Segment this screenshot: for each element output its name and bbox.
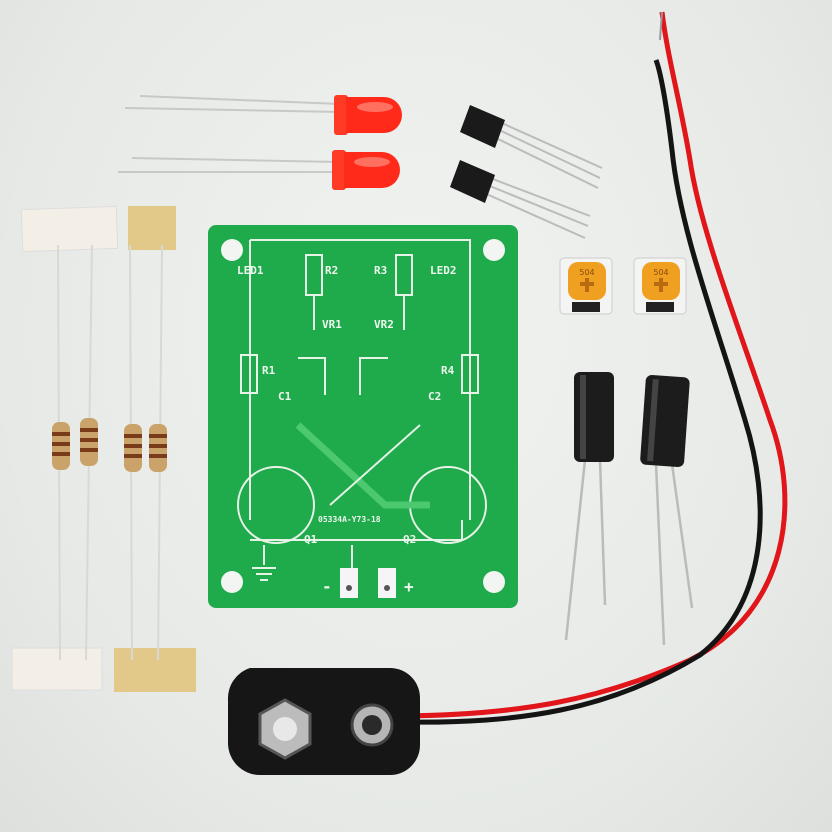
label-part-number: 05334A-Y73-18: [318, 515, 381, 524]
led-2: [118, 150, 400, 190]
transistor-2: [450, 160, 591, 239]
label-r4: R4: [441, 364, 455, 377]
trimpot-2: 504: [633, 257, 687, 315]
label-led2: LED2: [430, 264, 457, 277]
label-q2: Q2: [403, 533, 416, 546]
label-r1: R1: [262, 364, 276, 377]
battery-clip: [227, 668, 420, 775]
trimpot-1-marking: 504: [579, 268, 594, 277]
label-vr1: VR1: [322, 318, 342, 331]
led-1: [124, 95, 402, 135]
label-vr2: VR2: [374, 318, 394, 331]
capacitor-1: [564, 372, 614, 641]
capacitor-2: [640, 374, 694, 646]
label-c1: C1: [278, 390, 292, 403]
trimpot-2-marking: 504: [653, 268, 668, 277]
label-minus: -: [322, 577, 332, 596]
battery-wires: [399, 11, 788, 725]
label-q1: Q1: [304, 533, 318, 546]
resistors: [11, 205, 196, 692]
resistor-bodies: [52, 418, 167, 472]
label-plus: +: [404, 577, 414, 596]
transistor-1: [460, 105, 603, 189]
pcb-board: LED1 R2 R3 LED2 VR1 VR2 R1 R4 C1 C2 Q1 Q…: [208, 225, 518, 608]
trimpot-1: 504: [559, 257, 613, 315]
label-r2: R2: [325, 264, 338, 277]
label-c2: C2: [428, 390, 441, 403]
label-led1: LED1: [237, 264, 264, 277]
label-r3: R3: [374, 264, 387, 277]
